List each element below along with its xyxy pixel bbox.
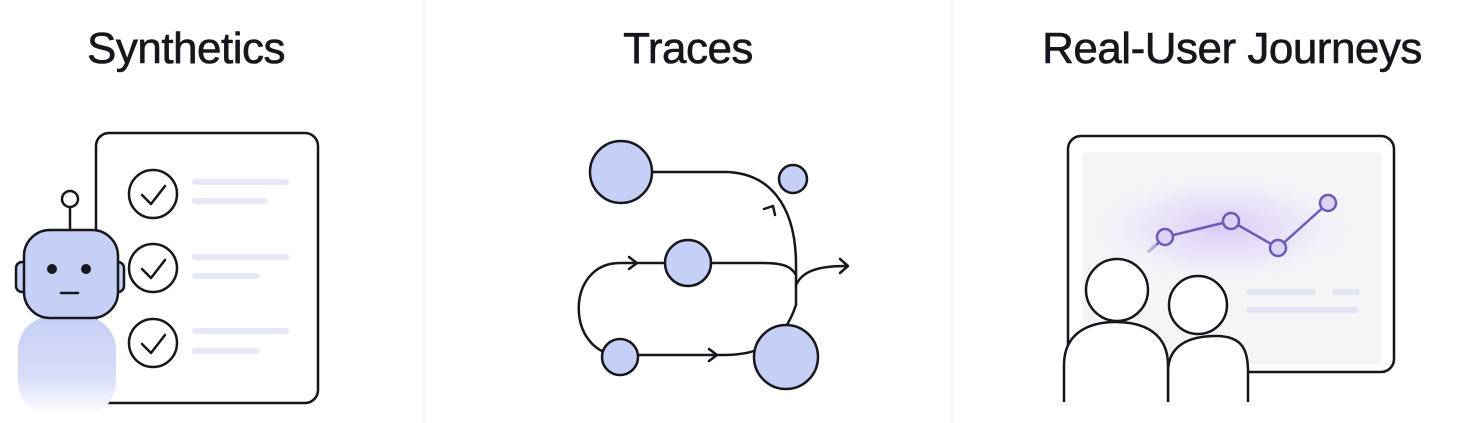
robot-checklist-icon xyxy=(14,131,320,416)
arrow-right-icon xyxy=(627,255,639,271)
users-icon xyxy=(1062,257,1250,402)
panel-divider xyxy=(423,0,425,423)
trace-node xyxy=(588,139,654,205)
check-circle-icon xyxy=(127,317,179,369)
journeys-panel: Real-User Journeys xyxy=(952,0,1481,423)
trace-flow-icon xyxy=(577,139,850,391)
check-circle-icon xyxy=(127,242,179,294)
users-dashboard-icon xyxy=(1062,134,1396,402)
journey-chart xyxy=(1147,193,1338,258)
trace-node xyxy=(777,163,809,195)
trace-node xyxy=(752,323,820,391)
panel-divider xyxy=(951,0,953,423)
check-row xyxy=(127,242,289,294)
arrow-up-icon xyxy=(762,204,777,217)
panel-title: Traces xyxy=(623,24,754,74)
panel-title: Real-User Journeys xyxy=(1042,24,1423,74)
arrow-right-icon xyxy=(838,257,850,275)
panel-title: Synthetics xyxy=(87,24,286,74)
synthetics-panel: Synthetics xyxy=(0,0,424,423)
trace-node xyxy=(663,238,713,288)
trace-nodes xyxy=(588,139,820,391)
trace-node xyxy=(600,337,640,377)
arrow-right-icon xyxy=(707,347,719,363)
check-circle-icon xyxy=(127,168,179,220)
traces-panel: Traces xyxy=(424,0,952,423)
check-row xyxy=(127,317,289,369)
check-row xyxy=(127,168,289,220)
robot-icon xyxy=(14,189,126,416)
